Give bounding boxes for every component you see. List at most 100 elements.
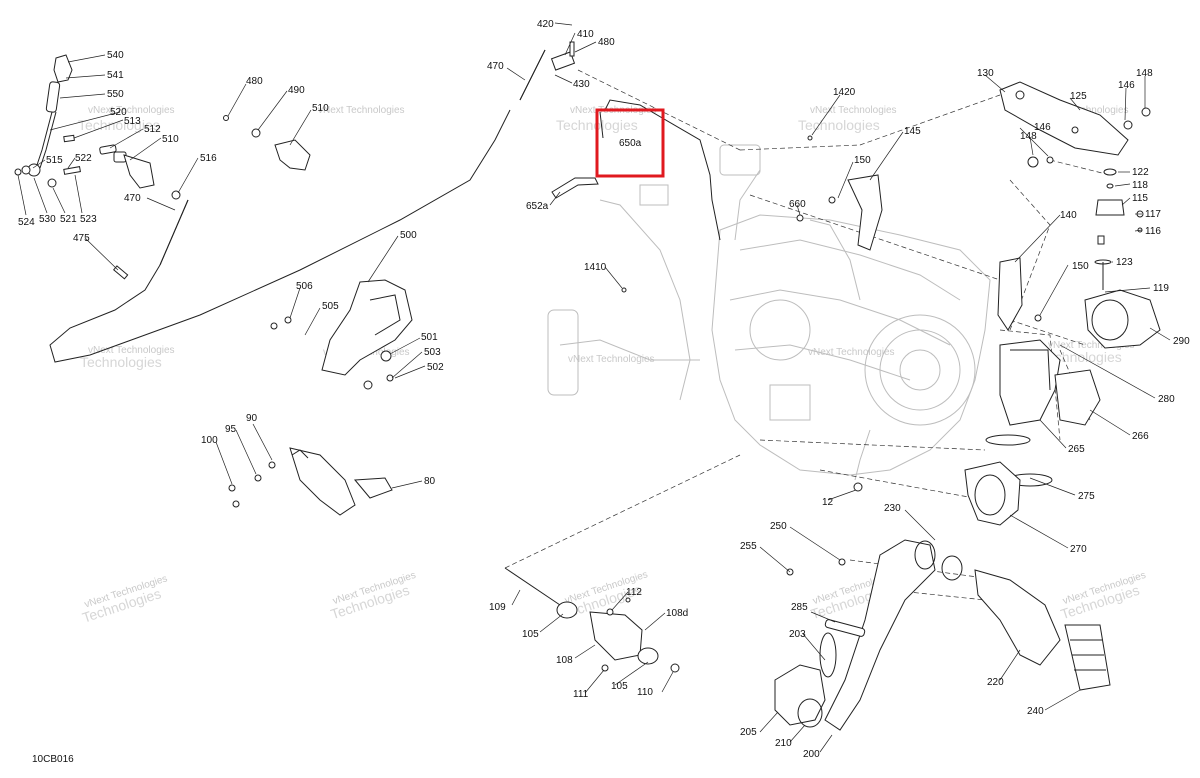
- callout-265: 265: [1068, 444, 1085, 455]
- callout-266: 266: [1132, 431, 1149, 442]
- watermark: vNext Technologies: [1048, 340, 1135, 351]
- callout-521: 521: [60, 214, 77, 225]
- actuator-assembly-108: [504, 567, 680, 673]
- shifter-assembly: [14, 54, 511, 363]
- callout-1420: 1420: [833, 87, 856, 98]
- pedal-assembly: [228, 447, 393, 516]
- callout-1410: 1410: [584, 262, 607, 273]
- callout-150: 150: [1072, 261, 1089, 272]
- callout-117: 117: [1145, 209, 1161, 220]
- callout-530: 530: [39, 214, 56, 225]
- bracket-500: [270, 279, 413, 390]
- callout-510: 510: [312, 103, 329, 114]
- callout-475: 475: [73, 233, 90, 244]
- callout-115: 115: [1132, 193, 1148, 204]
- highlight-box: [595, 108, 665, 178]
- callout-490: 490: [288, 85, 305, 96]
- leader-lines: [17, 22, 1171, 753]
- callout-420: 420: [537, 19, 554, 30]
- callout-480: 480: [598, 37, 615, 48]
- callout-100: 100: [201, 435, 218, 446]
- bracket-145: [621, 135, 883, 293]
- callout-470: 470: [487, 61, 504, 72]
- callout-146: 146: [1118, 80, 1135, 91]
- watermark: vNext Technologies: [318, 105, 405, 116]
- callout-148: 148: [1136, 68, 1153, 79]
- callout-430: 430: [573, 79, 590, 90]
- callout-123: 123: [1116, 257, 1133, 268]
- callout-255: 255: [740, 541, 757, 552]
- callout-541: 541: [107, 70, 124, 81]
- callout-480: 480: [246, 76, 263, 87]
- callout-512: 512: [144, 124, 161, 135]
- callout-119: 119: [1153, 283, 1169, 294]
- callout-118: 118: [1132, 180, 1148, 191]
- callout-550: 550: [107, 89, 124, 100]
- air-intake-right: [853, 289, 1161, 526]
- callout-652a: 652a: [526, 201, 549, 212]
- callout-150: 150: [854, 155, 871, 166]
- callout-105: 105: [611, 681, 628, 692]
- callout-12: 12: [822, 497, 834, 508]
- callout-145: 145: [904, 126, 921, 137]
- air-intake-lower: [774, 539, 1111, 731]
- callout-105: 105: [522, 629, 539, 640]
- callout-108: 108: [556, 655, 573, 666]
- callout-203: 203: [789, 629, 806, 640]
- callout-240: 240: [1027, 706, 1044, 717]
- callout-290: 290: [1173, 336, 1190, 347]
- bracket-510: [223, 115, 311, 171]
- callout-148: 148: [1020, 131, 1037, 142]
- watermark: vNext Technologies: [568, 354, 655, 365]
- callout-90: 90: [246, 413, 258, 424]
- callout-210: 210: [775, 738, 792, 749]
- callout-285: 285: [791, 602, 808, 613]
- callout-95: 95: [225, 424, 237, 435]
- callout-410: 410: [577, 29, 594, 40]
- callout-122: 122: [1132, 167, 1149, 178]
- callout-660: 660: [789, 199, 806, 210]
- callout-110: 110: [637, 687, 653, 698]
- callout-116: 116: [1145, 226, 1161, 237]
- callout-524: 524: [18, 217, 35, 228]
- callout-523: 523: [80, 214, 97, 225]
- diagram-code: 10CB016: [32, 754, 74, 765]
- engine-mount-130: [997, 81, 1151, 331]
- callout-516: 516: [200, 153, 217, 164]
- callout-80: 80: [424, 476, 436, 487]
- callout-200: 200: [803, 749, 820, 760]
- cable-top: [519, 41, 576, 101]
- callout-280: 280: [1158, 394, 1175, 405]
- callout-513: 513: [124, 116, 141, 127]
- callout-515: 515: [46, 155, 63, 166]
- hose-650a: [551, 99, 721, 241]
- callout-503: 503: [424, 347, 441, 358]
- watermark: vNext Technologies: [808, 347, 895, 358]
- callout-520: 520: [110, 107, 127, 118]
- callout-540: 540: [107, 50, 124, 61]
- callout-270: 270: [1070, 544, 1087, 555]
- watermark: Technologies: [798, 117, 880, 133]
- callout-510: 510: [162, 134, 179, 145]
- callout-140: 140: [1060, 210, 1077, 221]
- callout-250: 250: [770, 521, 787, 532]
- watermark: vNext Technologies: [88, 345, 175, 356]
- callout-112: 112: [626, 587, 642, 598]
- callout-125: 125: [1070, 91, 1087, 102]
- watermark: Technologies: [80, 354, 162, 370]
- callout-108d: 108d: [666, 608, 688, 619]
- watermark: vNext Technologies: [88, 105, 175, 116]
- callout-230: 230: [884, 503, 901, 514]
- callout-111: 111: [573, 689, 589, 700]
- watermark: vNext Technologies: [810, 105, 897, 116]
- callout-220: 220: [987, 677, 1004, 688]
- callout-labels: 540 541 550 520 513 512 510 516 515 522 …: [18, 19, 1190, 760]
- engine-outline: [547, 144, 991, 481]
- callout-130: 130: [977, 68, 994, 79]
- callout-501: 501: [421, 332, 438, 343]
- callout-505: 505: [322, 301, 339, 312]
- callout-109: 109: [489, 602, 506, 613]
- callout-470: 470: [124, 193, 141, 204]
- callout-522: 522: [75, 153, 92, 164]
